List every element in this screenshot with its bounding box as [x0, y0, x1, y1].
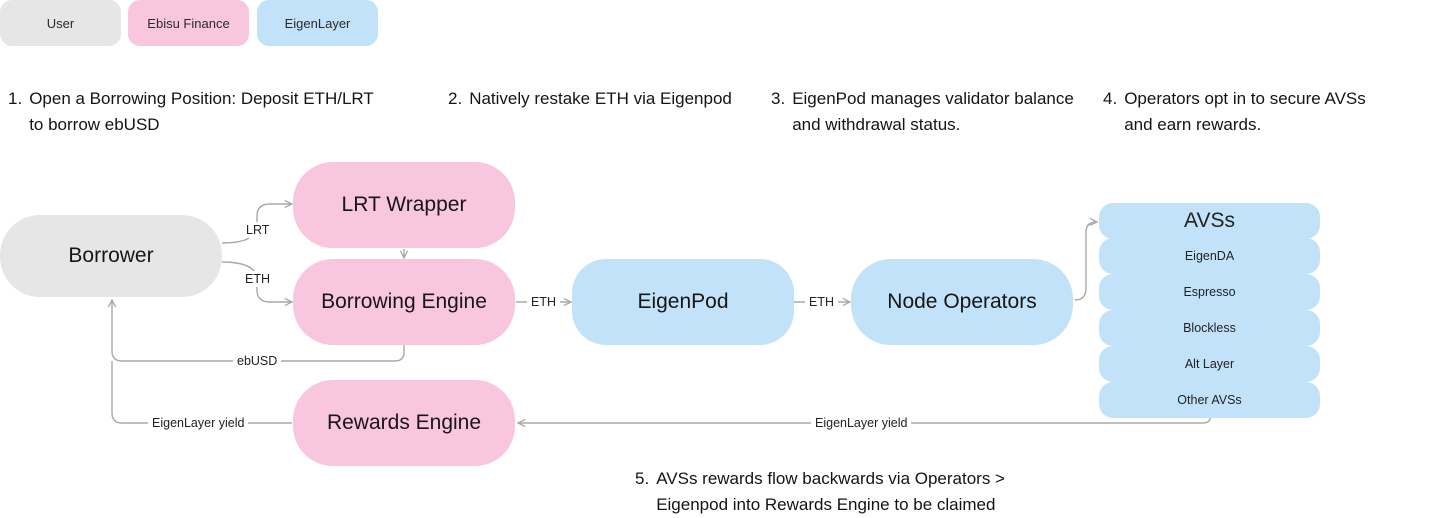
step-4-line-2: and earn rewards.	[1124, 115, 1262, 134]
step-2-line-1: Natively restake ETH via Eigenpod	[469, 89, 732, 108]
edge-label-yield-to-rewards: EigenLayer yield	[811, 415, 912, 431]
step-3-number: 3.	[771, 89, 786, 108]
step-5-number: 5.	[635, 469, 650, 488]
legend-user: User	[0, 0, 121, 46]
borrower-node: Borrower	[0, 215, 222, 297]
avs-item-espresso: Espresso	[1099, 274, 1320, 310]
step-5: 5. AVSs rewards flow backwards via Opera…	[635, 466, 1005, 518]
lrt-wrapper-label: LRT Wrapper	[341, 193, 467, 216]
avs-title: AVSs	[1099, 203, 1320, 239]
legend-ebisu-finance: Ebisu Finance	[128, 0, 249, 46]
eigenpod-label: EigenPod	[637, 290, 729, 313]
step-1-line-2: to borrow ebUSD	[29, 115, 160, 134]
step-4-number: 4.	[1103, 89, 1118, 108]
step-1: 1. Open a Borrowing Position: Deposit ET…	[8, 86, 374, 138]
avs-item-eigenda: EigenDA	[1099, 238, 1320, 274]
step-4: 4. Operators opt in to secure AVSs and ea…	[1103, 86, 1366, 138]
edge-yield-to-borrower	[111, 361, 292, 424]
edge-label-ebusd: ebUSD	[233, 353, 282, 369]
edge-label-lrt: LRT	[242, 222, 274, 238]
lrt-wrapper-node: LRT Wrapper	[293, 162, 515, 248]
edge-node-operators-to-avs	[1074, 222, 1097, 301]
step-2-number: 2.	[448, 89, 463, 108]
borrowing-engine-label: Borrowing Engine	[321, 290, 487, 313]
step-1-line-1: Open a Borrowing Position: Deposit ETH/L…	[29, 89, 374, 108]
edge-borrower-to-lrt-wrapper	[221, 204, 292, 244]
edge-label-eth-borrower: ETH	[241, 271, 274, 287]
edge-borrower-to-borrowing-engine	[221, 261, 292, 302]
avs-item-other-avss: Other AVSs	[1099, 382, 1320, 418]
step-4-line-1: Operators opt in to secure AVSs	[1124, 89, 1366, 108]
edge-label-eth-to-operators: ETH	[805, 294, 838, 310]
node-operators-node: Node Operators	[851, 259, 1073, 345]
rewards-engine-label: Rewards Engine	[326, 411, 482, 434]
rewards-engine-node: Rewards Engine	[293, 380, 515, 466]
borrower-label: Borrower	[68, 244, 154, 267]
step-2: 2. Natively restake ETH via Eigenpod	[448, 86, 732, 112]
eigenpod-node: EigenPod	[572, 259, 794, 345]
borrowing-engine-node: Borrowing Engine	[293, 259, 515, 345]
avs-item-blockless: Blockless	[1099, 310, 1320, 346]
edge-label-eth-to-eigenpod: ETH	[527, 294, 560, 310]
step-5-line-2: Eigenpod into Rewards Engine to be claim…	[656, 495, 996, 514]
step-3-line-2: and withdrawal status.	[792, 115, 961, 134]
avs-item-alt-layer: Alt Layer	[1099, 346, 1320, 382]
step-3: 3. EigenPod manages validator balance and…	[771, 86, 1074, 138]
step-3-line-1: EigenPod manages validator balance	[792, 89, 1074, 108]
step-5-line-1: AVSs rewards flow backwards via Operator…	[656, 469, 1005, 488]
step-1-number: 1.	[8, 89, 23, 108]
node-operators-label: Node Operators	[887, 290, 1037, 313]
edge-yield-to-rewards-engine	[518, 417, 1211, 423]
legend-eigenlayer: EigenLayer	[257, 0, 378, 46]
edge-label-yield-to-borrower: EigenLayer yield	[148, 415, 249, 431]
